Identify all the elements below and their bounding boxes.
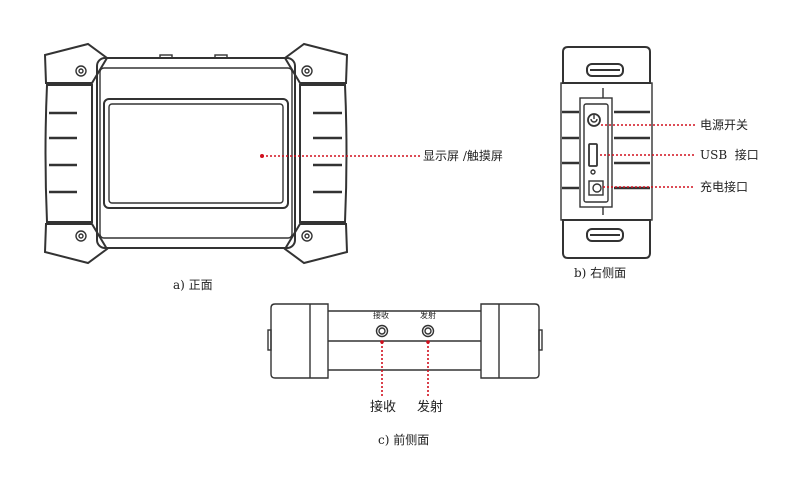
screen-callout-label: 显示屏 /触摸屏 <box>423 149 503 163</box>
usb-port-label: USB 接口 <box>700 148 759 162</box>
right-view-caption: b) 右侧面 <box>574 266 627 280</box>
transmit-callout-label: 发射 <box>417 400 444 415</box>
receive-port-icon <box>375 324 389 338</box>
screw-icon <box>75 65 87 77</box>
receive-callout-label: 接收 <box>370 400 397 415</box>
receive-port-marking: 接收 <box>373 311 389 320</box>
screw-icon <box>301 230 313 242</box>
front-side-view-caption: c) 前侧面 <box>378 433 430 447</box>
charging-port-icon <box>588 180 604 196</box>
front-side-view-device <box>267 303 543 379</box>
charging-port-label: 充电接口 <box>700 180 749 194</box>
usb-port-icon <box>588 143 598 167</box>
screw-icon <box>75 230 87 242</box>
leader-dot <box>380 340 384 344</box>
leader-dot <box>426 340 430 344</box>
front-view-device <box>43 42 349 265</box>
indicator-hole-icon <box>590 169 596 175</box>
front-side-leader-lines <box>381 342 429 396</box>
leader-dot <box>260 154 264 158</box>
front-view-caption: a) 正面 <box>173 278 213 292</box>
power-button-icon <box>587 113 601 127</box>
right-view-device <box>560 46 653 259</box>
transmit-port-icon <box>421 324 435 338</box>
screw-icon <box>301 65 313 77</box>
right-view-leader-lines <box>600 124 695 188</box>
transmit-port-marking: 发射 <box>420 311 436 320</box>
power-switch-label: 电源开关 <box>700 118 749 132</box>
